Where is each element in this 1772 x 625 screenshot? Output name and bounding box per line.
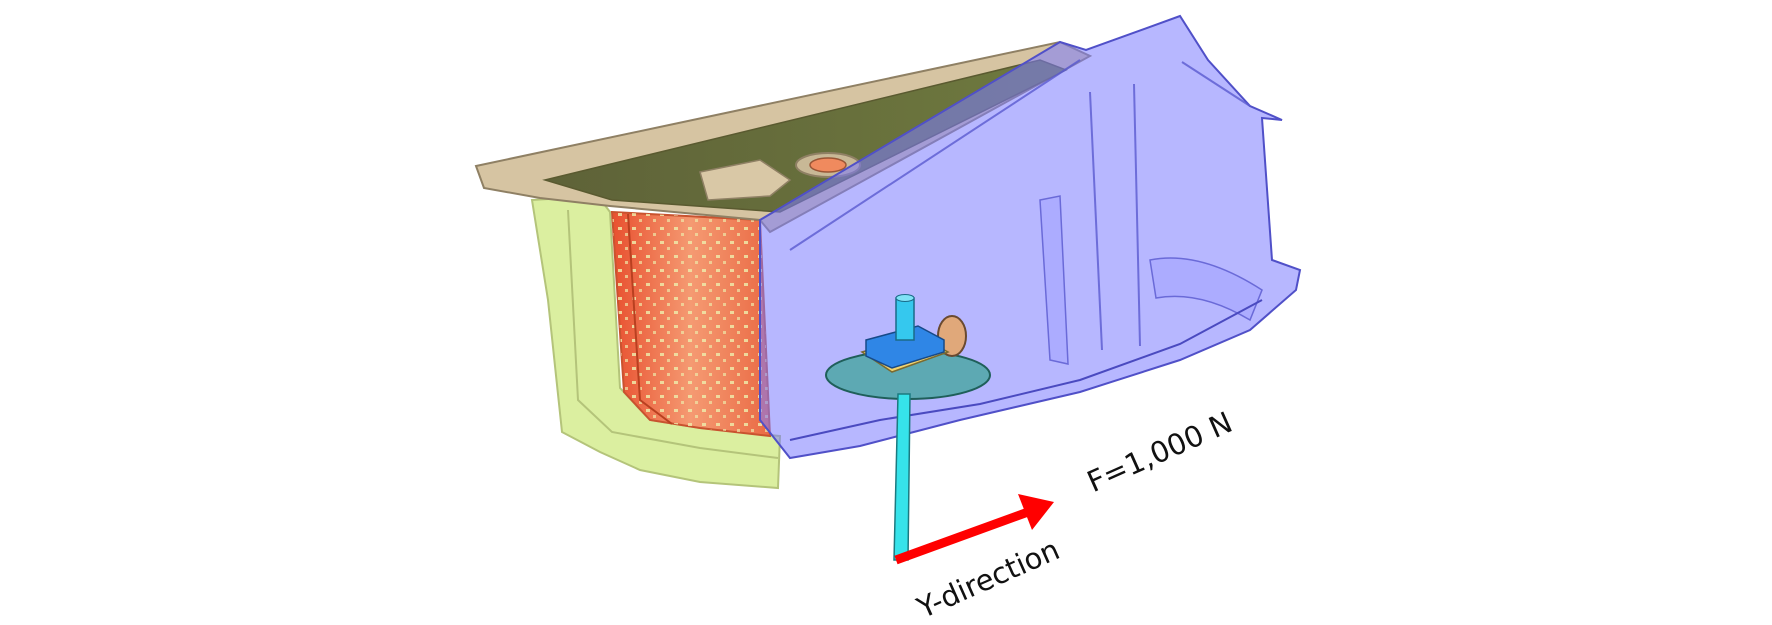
bracket-fold-line xyxy=(567,209,779,459)
panel-lower-edge xyxy=(789,299,1263,441)
mount-post xyxy=(895,297,915,341)
mount-block xyxy=(865,325,945,369)
top-pad xyxy=(699,159,792,201)
panel-fold xyxy=(789,59,1251,351)
force-arrow-head xyxy=(1018,494,1054,530)
inner-wall-edge xyxy=(627,213,673,425)
panel-rib xyxy=(1039,195,1263,365)
force-arrow-shaft xyxy=(894,507,1030,565)
